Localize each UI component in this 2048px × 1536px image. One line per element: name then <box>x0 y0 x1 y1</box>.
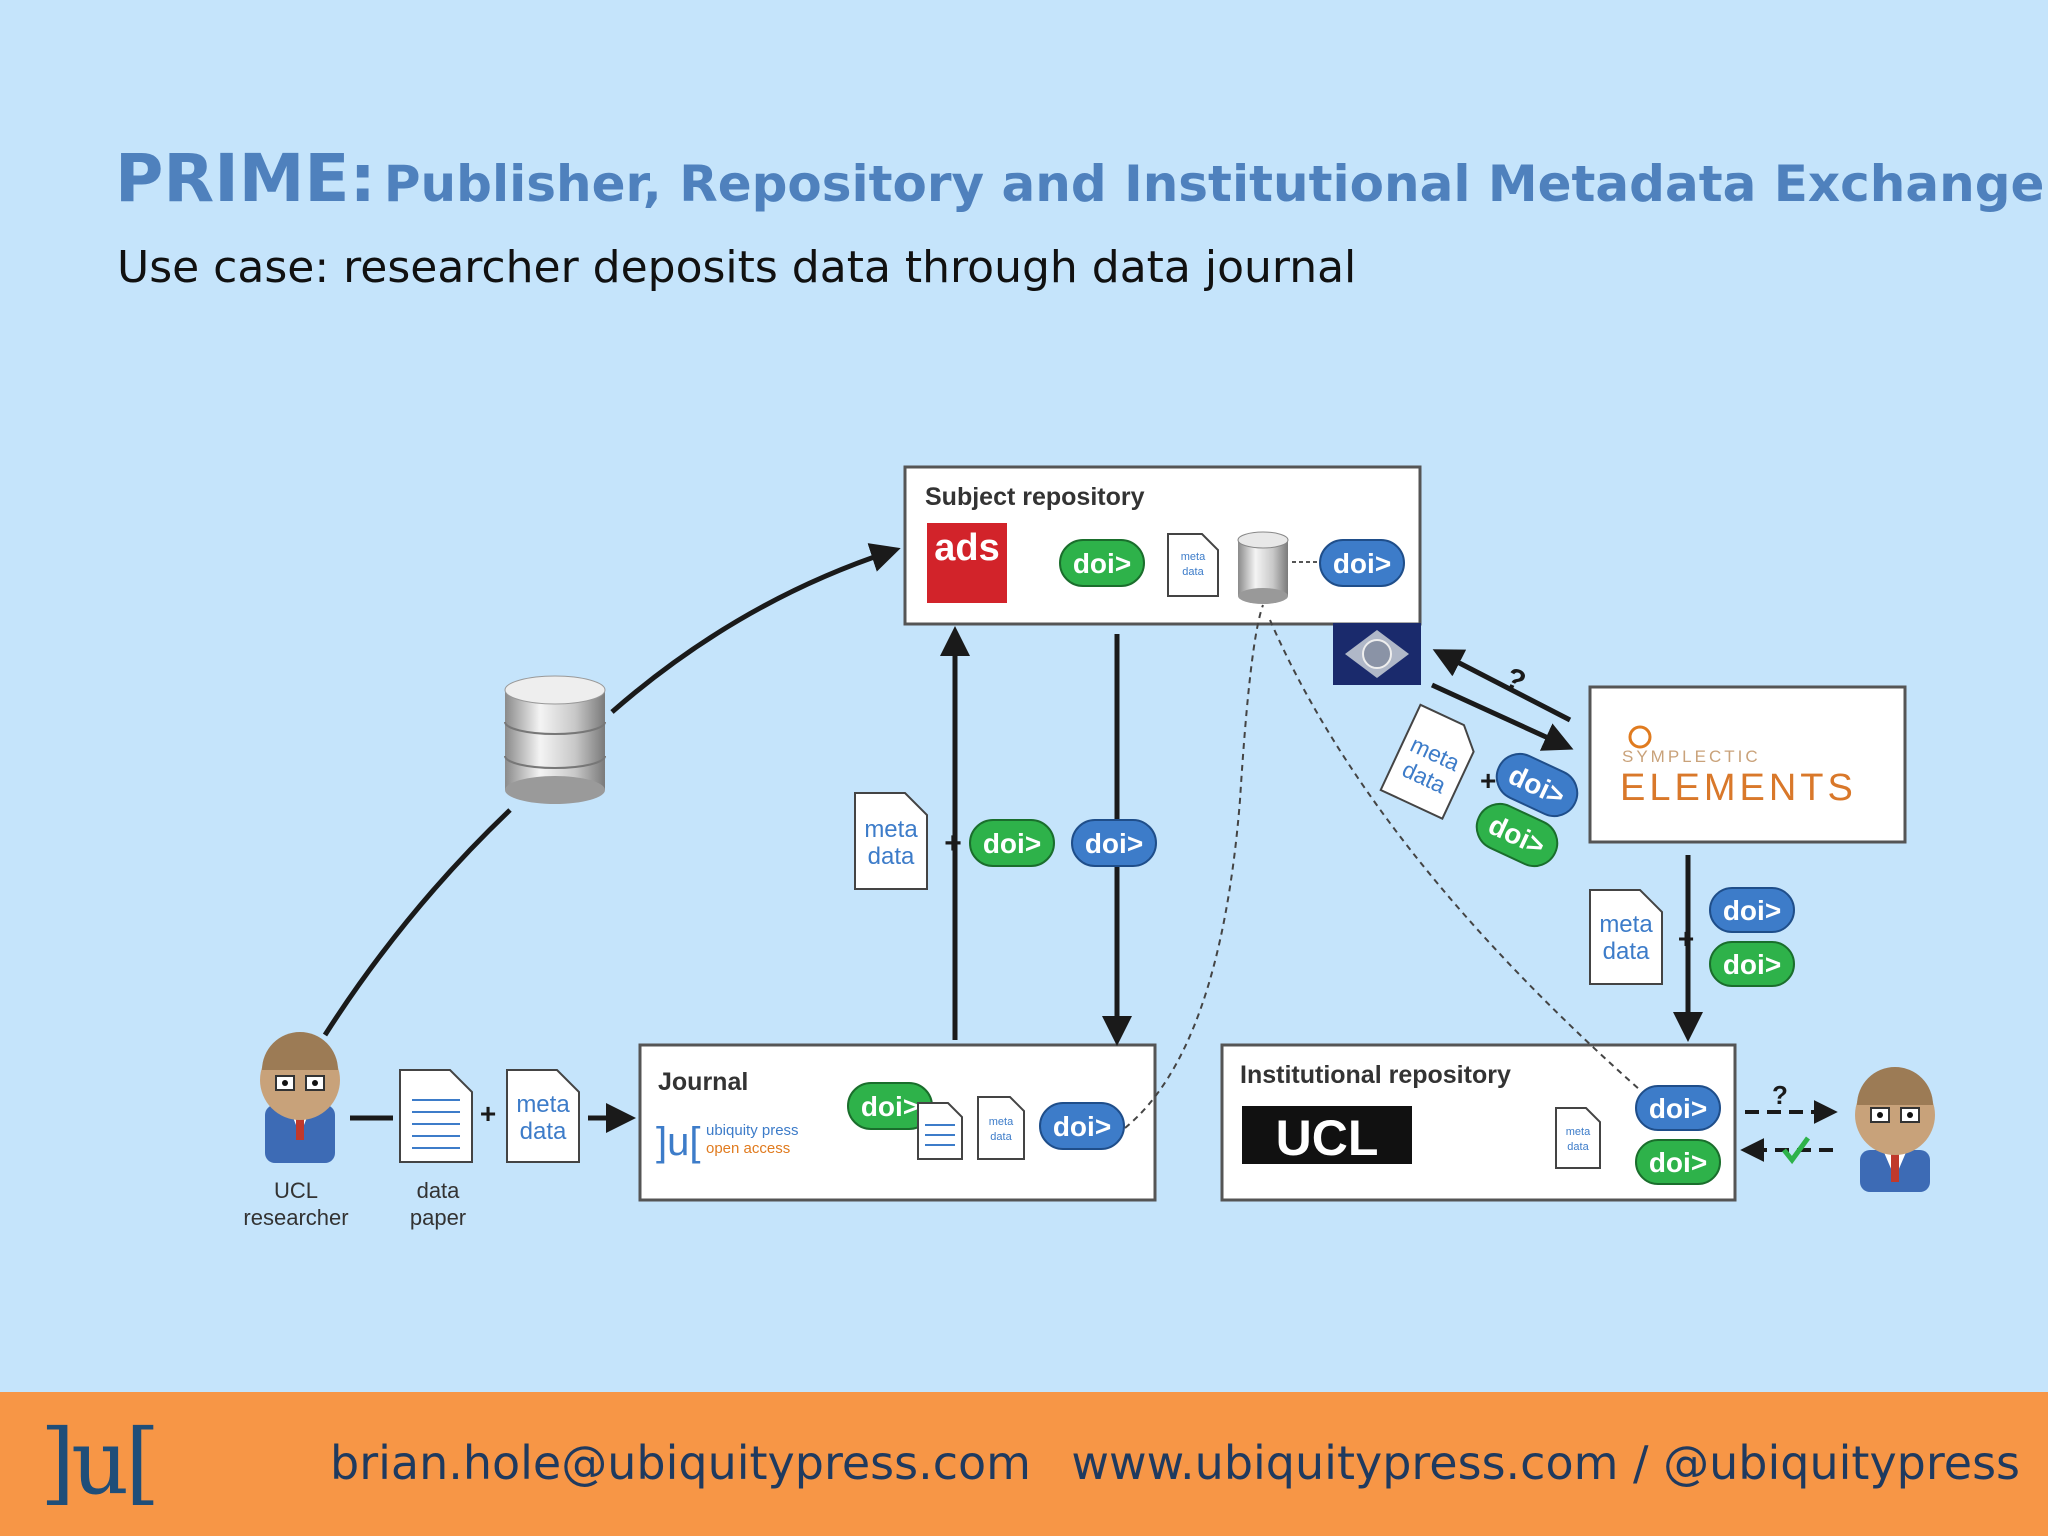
metadata-document-icon: meta data <box>977 1096 1025 1160</box>
svg-text:meta: meta <box>989 1116 1014 1128</box>
paper-document-icon <box>917 1102 963 1160</box>
deposit-arrow <box>610 543 901 714</box>
plus-sign: + <box>480 1098 496 1129</box>
ads-logo-text: ads <box>934 527 999 569</box>
database-icon <box>1237 531 1289 604</box>
svg-text:meta: meta <box>1181 551 1206 563</box>
svg-text:doi>: doi> <box>1723 949 1781 980</box>
slide-title: PRIME:Publisher, Repository and Institut… <box>115 140 2044 217</box>
svg-text:doi>: doi> <box>1333 548 1391 579</box>
svg-text:doi>: doi> <box>1053 1111 1111 1142</box>
metadata-document-icon: meta data <box>506 1069 580 1163</box>
symplectic-logo-icon <box>1628 725 1652 749</box>
metadata-document-icon: meta data <box>1555 1107 1601 1169</box>
subject-repository-label: Subject repository <box>925 483 1145 511</box>
metadata-document-icon: meta data <box>1167 533 1219 597</box>
subject-repository-box: Subject repository ads doi> meta data do… <box>903 465 1422 626</box>
institutional-repository-box: Institutional repository UCL meta data d… <box>1220 1043 1737 1202</box>
elements-label: ELEMENTS <box>1620 767 1857 809</box>
paper-label-line2: paper <box>410 1205 466 1230</box>
slide-subtitle: Use case: researcher deposits data throu… <box>117 242 1357 293</box>
doi-badge-green: doi> <box>1635 1139 1721 1185</box>
elements-query-arrow <box>1432 649 1572 723</box>
svg-text:doi>: doi> <box>1085 828 1143 859</box>
website-link[interactable]: www.ubiquitypress.com / @ubiquitypress <box>1071 1436 2020 1490</box>
ucl-researcher-avatar <box>260 1032 340 1163</box>
dataset-database-icon <box>504 675 606 804</box>
journal-label: Journal <box>658 1068 748 1096</box>
ucl-staff-avatar <box>1855 1067 1935 1192</box>
doi-badge-blue: doi> <box>1709 887 1795 933</box>
plus-sign: + <box>944 827 962 860</box>
doi-badge-blue: doi> <box>1635 1085 1721 1131</box>
harvester-icon <box>1333 623 1421 685</box>
svg-text:doi>: doi> <box>861 1091 919 1122</box>
ucl-logo-text: UCL <box>1276 1110 1379 1166</box>
doi-badge-green: doi> <box>1059 539 1145 587</box>
svg-text:meta: meta <box>1599 911 1653 938</box>
footer-bar: ]u[ brian.hole@ubiquitypress.com www.ubi… <box>0 1392 2048 1536</box>
doi-badge-blue: doi> <box>1319 539 1405 587</box>
svg-text:meta: meta <box>864 816 918 843</box>
svg-text:meta: meta <box>516 1091 570 1118</box>
researcher-label-line1: UCL <box>274 1178 318 1203</box>
harvest-to-elements-arrow <box>1430 682 1574 751</box>
question-mark: ? <box>1772 1080 1788 1110</box>
svg-text:data: data <box>520 1118 567 1145</box>
journal-box: Journal ]u[ ubiquity press open access d… <box>638 1043 1157 1202</box>
title-prefix: PRIME: <box>115 140 376 217</box>
data-paper-icon <box>399 1069 473 1163</box>
svg-text:doi>: doi> <box>1073 548 1131 579</box>
svg-text:data: data <box>990 1131 1012 1143</box>
flow-line <box>322 808 512 1037</box>
metadata-document-icon: meta data <box>1589 889 1663 985</box>
svg-text:data: data <box>868 843 915 870</box>
svg-text:data: data <box>1182 566 1204 578</box>
title-rest: Publisher, Repository and Institutional … <box>383 155 2045 213</box>
doi-badge-blue: doi> <box>1039 1102 1125 1150</box>
dashed-link-line <box>1269 619 1641 1091</box>
metadata-document-icon: meta data <box>1379 703 1475 821</box>
ubiquity-logo-line2: open access <box>706 1140 790 1157</box>
svg-text:doi>: doi> <box>983 828 1041 859</box>
plus-sign: + <box>1678 923 1694 954</box>
paper-label-line1: data <box>417 1178 461 1203</box>
ubiquity-logo-mark: ]u[ <box>656 1120 700 1164</box>
svg-text:doi>: doi> <box>1649 1093 1707 1124</box>
doi-badge-green: doi> <box>969 819 1055 867</box>
ucl-logo <box>1242 1106 1412 1164</box>
metadata-document-icon: meta data <box>854 792 928 890</box>
svg-text:doi>: doi> <box>1723 895 1781 926</box>
researcher-label-line2: researcher <box>243 1205 348 1230</box>
check-icon <box>1782 1136 1811 1165</box>
ads-logo <box>927 523 1007 603</box>
plus-sign: + <box>1480 765 1496 796</box>
symplectic-label: SYMPLECTIC <box>1622 747 1761 766</box>
symplectic-elements-box: SYMPLECTIC ELEMENTS <box>1588 685 1907 844</box>
doi-badge-green: doi> <box>847 1082 933 1130</box>
ubiquity-press-logo: ]u[ <box>40 1410 160 1515</box>
svg-text:doi>: doi> <box>1649 1147 1707 1178</box>
dashed-link-line <box>1124 604 1264 1129</box>
contact-email[interactable]: brian.hole@ubiquitypress.com <box>330 1436 1031 1490</box>
ubiquity-logo-line1: ubiquity press <box>706 1122 799 1139</box>
question-mark: ? <box>1500 661 1531 699</box>
prime-workflow-diagram: Subject repository ads doi> meta data do… <box>243 465 1935 1230</box>
doi-badge-green: doi> <box>1709 941 1795 987</box>
doi-badge-blue: doi> <box>1071 819 1157 867</box>
svg-text:data: data <box>1567 1141 1589 1153</box>
svg-text:meta: meta <box>1566 1126 1591 1138</box>
institutional-repository-label: Institutional repository <box>1240 1061 1511 1089</box>
svg-text:data: data <box>1603 938 1650 965</box>
